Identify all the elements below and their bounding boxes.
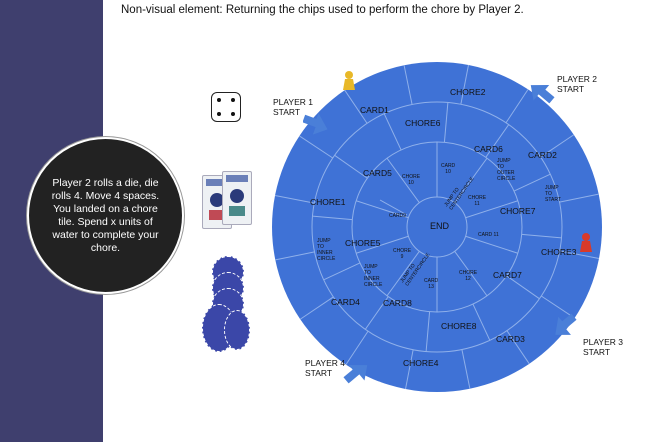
board-spoke	[386, 250, 420, 297]
board-spoke	[465, 235, 518, 254]
player-4-start-label: PLAYER 4 START	[305, 358, 346, 378]
board-spoke	[299, 135, 334, 159]
board-spoke	[506, 330, 530, 365]
start-arrow-icon	[343, 364, 368, 384]
board-spoke	[506, 275, 540, 300]
tile-chore8: CHORE8	[441, 321, 477, 331]
tile-card13: CARD 13	[424, 278, 439, 290]
board-spoke	[559, 193, 599, 203]
player-1-start-label: PLAYER 1 START	[273, 97, 314, 117]
die-pip	[231, 98, 235, 102]
board-spoke	[454, 157, 488, 204]
tile-chore7: CHORE7	[500, 206, 536, 216]
board-spoke	[425, 311, 431, 352]
die-pip	[217, 112, 221, 116]
tile-chore2: CHORE2	[450, 87, 486, 97]
narration-text: Player 2 rolls a die, die rolls 4. Move …	[51, 176, 160, 254]
tile-jump-inner-b: JUMP TO INNER CIRCLE	[364, 264, 383, 288]
tile-chore1: CHORE1	[310, 197, 346, 207]
tile-card11: CARD 11	[478, 232, 499, 238]
board-spoke	[472, 303, 491, 341]
tile-jump-outer-a: JUMP TO OUTER CIRCLE	[497, 158, 516, 182]
die-pip	[217, 98, 221, 102]
chip	[224, 310, 250, 350]
tile-card6: CARD6	[474, 144, 503, 154]
board-spoke	[505, 89, 529, 124]
board-spoke	[299, 296, 334, 320]
tile-chore9: CHORE 9	[393, 248, 412, 260]
board-spoke	[323, 262, 361, 281]
player-2-start-label: PLAYER 2 START	[557, 74, 598, 94]
tile-card1: CARD1	[360, 105, 389, 115]
board-spoke	[345, 330, 369, 365]
start-arrow-icon	[530, 84, 555, 104]
board-outer-ring	[272, 62, 602, 392]
die-pip	[231, 112, 235, 116]
board-spoke	[275, 251, 315, 261]
poker-chips-icon	[202, 256, 254, 356]
tile-chore4: CHORE4	[403, 358, 439, 368]
page-caption: Non-visual element: Returning the chips …	[121, 4, 524, 16]
board-spoke	[443, 102, 449, 143]
board-spoke	[559, 250, 600, 259]
board-spoke	[356, 235, 409, 254]
board-spoke	[460, 64, 469, 105]
board-spoke	[454, 250, 488, 297]
pawn-icon	[580, 233, 592, 252]
tile-card7: CARD7	[493, 270, 522, 280]
board-spoke	[334, 154, 368, 179]
board-spoke	[356, 200, 409, 219]
board-spoke	[403, 65, 413, 105]
board-spoke	[383, 113, 402, 151]
tile-chore5: CHORE5	[345, 238, 381, 248]
tile-jump-start: JUMP TO START	[545, 185, 561, 203]
start-arrow-icon	[555, 313, 577, 335]
card-deck-icon	[202, 171, 252, 231]
tile-card4: CARD4	[331, 297, 360, 307]
tile-end: END	[430, 221, 450, 231]
board-spoke	[461, 349, 471, 389]
tile-chore6: CHORE6	[405, 118, 441, 128]
tile-card8: CARD8	[383, 298, 412, 308]
narration-bubble: Player 2 rolls a die, die rolls 4. Move …	[27, 137, 184, 294]
start-arrow-icon	[303, 113, 328, 135]
board-spoke	[312, 215, 353, 221]
board-spoke	[521, 233, 562, 239]
tile-chore11: CHORE 11	[468, 195, 487, 207]
die-icon	[211, 92, 241, 122]
card-art	[226, 175, 248, 216]
tile-card10: CARD 10	[441, 163, 456, 175]
tile-chore3: CHORE3	[541, 247, 577, 257]
board-spoke	[540, 134, 575, 158]
tile-chore10: CHORE 10	[402, 174, 421, 186]
board-spoke	[465, 200, 518, 219]
board-spoke	[386, 157, 420, 204]
board-ring-divider	[311, 101, 563, 353]
tile-card9: CARD9	[389, 213, 406, 219]
board-spoke	[513, 173, 551, 192]
tile-card2: CARD2	[528, 150, 557, 160]
board-spoke	[274, 195, 315, 204]
tile-chore12: CHORE 12	[459, 270, 478, 282]
board-spoke	[485, 124, 510, 158]
board-line	[379, 199, 408, 216]
board-spoke	[540, 295, 575, 319]
pawn-icon	[343, 71, 355, 90]
board-spoke	[364, 296, 389, 330]
player-3-start-label: PLAYER 3 START	[583, 337, 624, 357]
tile-card5: CARD5	[363, 168, 392, 178]
tile-jump-inner-a: JUMP TO INNER CIRCLE	[317, 238, 336, 262]
board-spoke	[405, 349, 414, 390]
card-front	[222, 171, 252, 225]
board-spokes	[274, 64, 600, 390]
card-art	[206, 179, 228, 220]
tile-card3: CARD3	[496, 334, 525, 344]
board-spoke	[344, 89, 368, 124]
